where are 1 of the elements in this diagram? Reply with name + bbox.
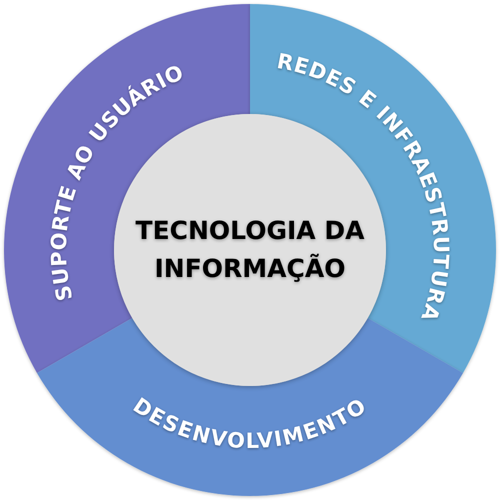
center-title: TECNOLOGIA DA INFORMAÇÃO <box>134 215 366 285</box>
